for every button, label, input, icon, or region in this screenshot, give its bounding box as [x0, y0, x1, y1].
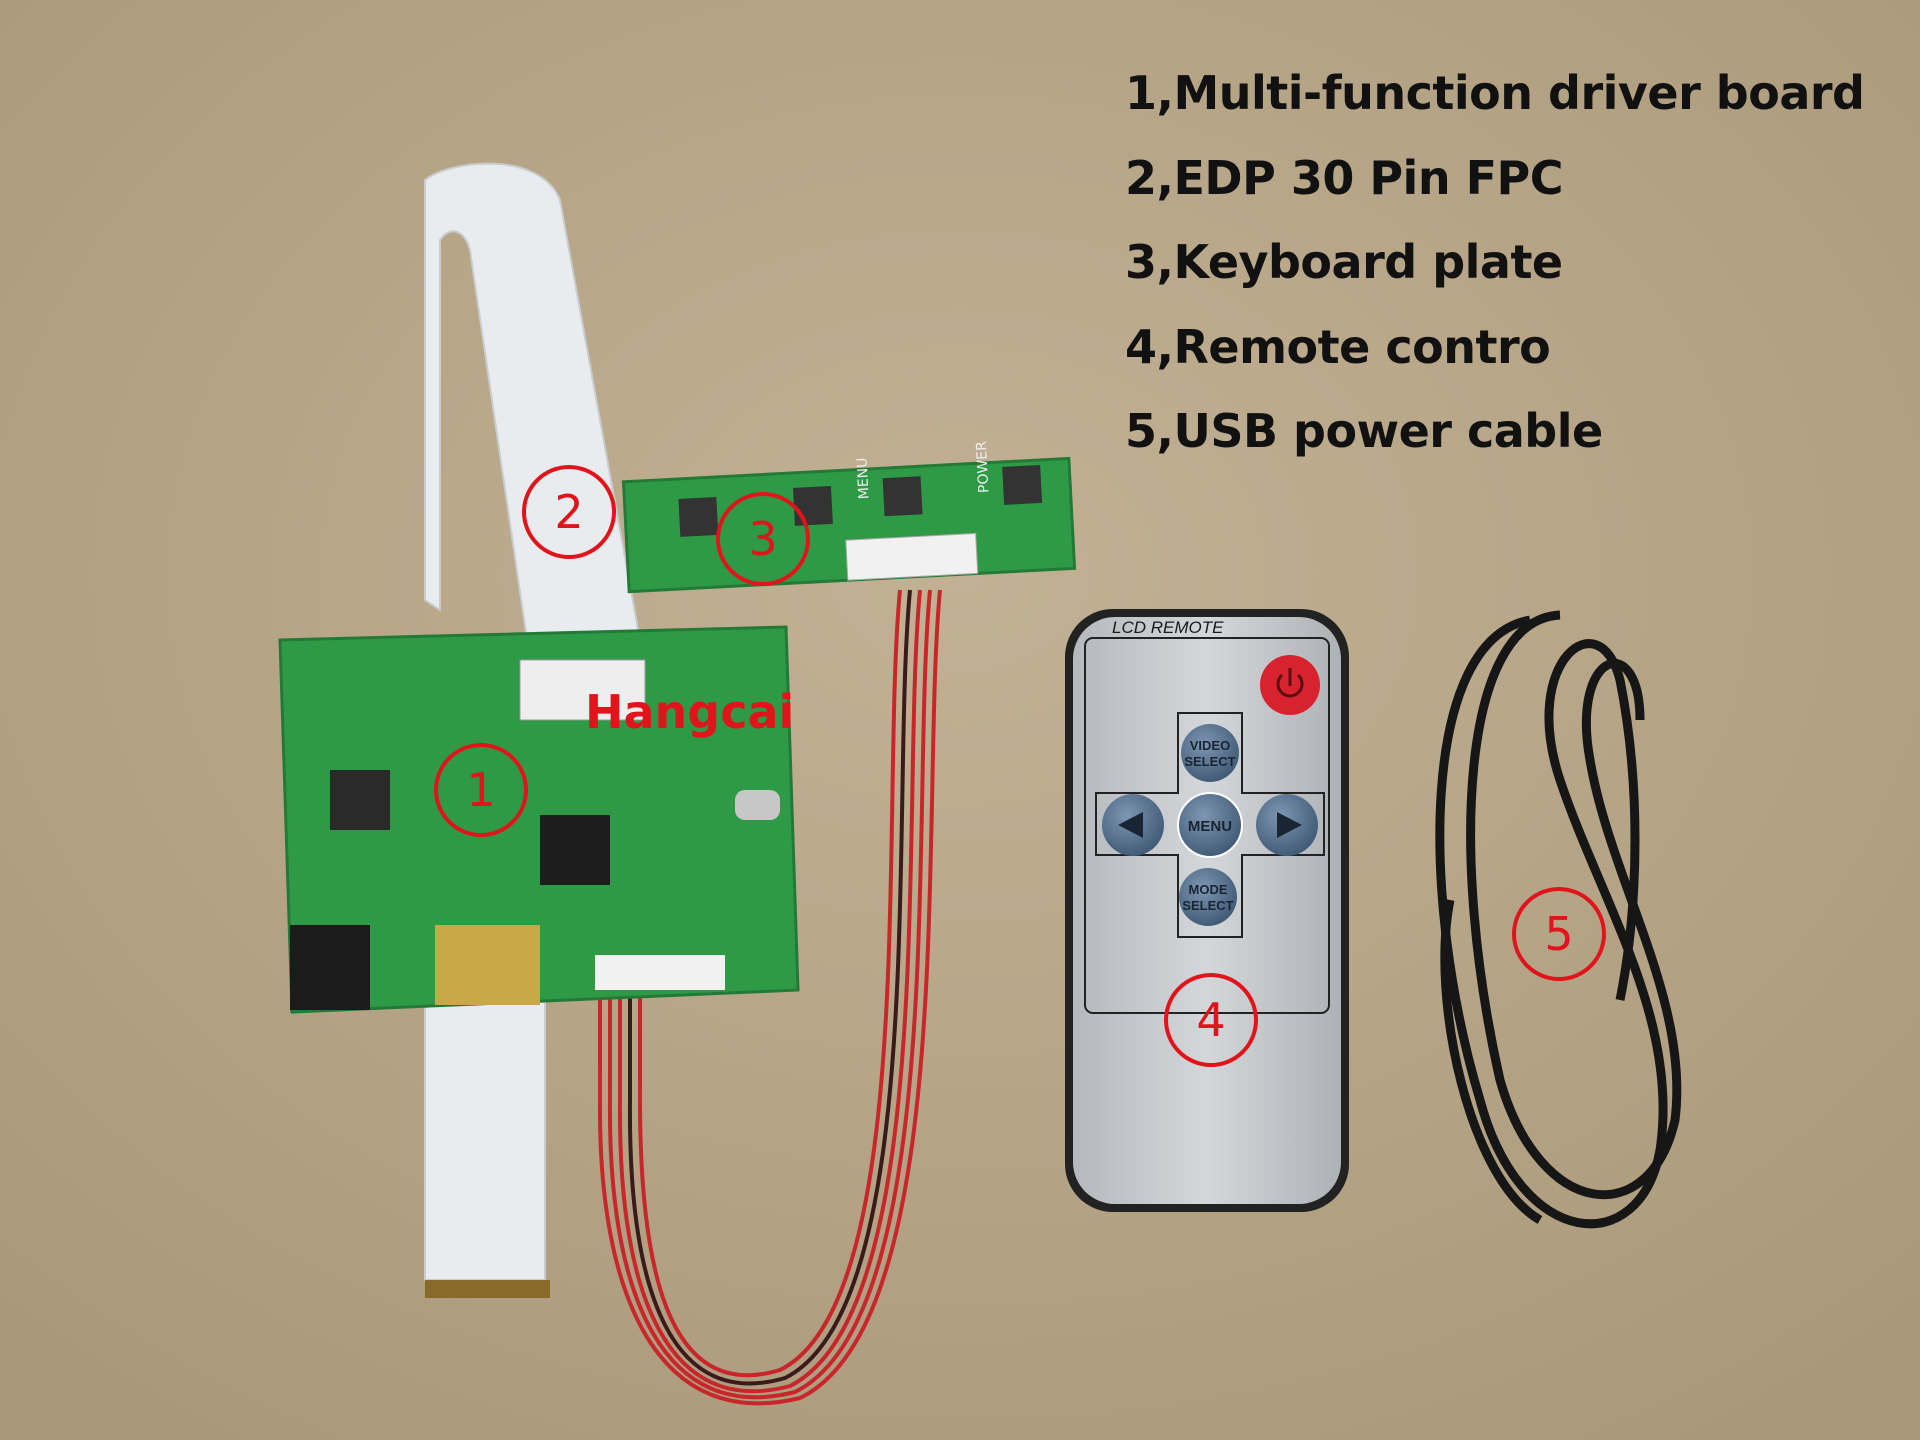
legend-item-fpc: 2,EDP 30 Pin FPC	[1125, 150, 1563, 205]
fpc-gold-contacts	[425, 1280, 550, 1298]
remote-title: LCD REMOTE	[1112, 618, 1224, 637]
marker-label-4: 4	[1196, 993, 1225, 1047]
marker-circle-4	[1164, 973, 1258, 1067]
hangcai-watermark: Hangcai	[585, 685, 794, 739]
hdmi-port	[435, 925, 540, 1005]
remote-control: LCD REMOTE VIDEO SELECT MENU MODE SELECT	[1065, 609, 1349, 1212]
fpc-ribbon-top	[424, 162, 642, 662]
marker-label-3: 3	[748, 512, 777, 566]
key-connector	[595, 955, 725, 990]
svg-text:SELECT: SELECT	[1184, 754, 1235, 769]
legend-item-usb-cable: 5,USB power cable	[1125, 404, 1603, 458]
legend-item-driver-board: 1,Multi-function driver board	[1125, 66, 1865, 120]
main-chip	[540, 815, 610, 885]
marker-circle-5	[1512, 887, 1606, 981]
driver-board	[278, 625, 800, 1014]
fpc-ribbon-bottom	[424, 999, 546, 1281]
usb-power-cable	[1435, 610, 1682, 1229]
menu-silk-label: MENU	[855, 457, 873, 499]
svg-text:MENU: MENU	[1188, 818, 1232, 835]
menu-button	[1177, 792, 1243, 858]
marker-circle-1	[434, 743, 528, 837]
mode-select-button	[1179, 868, 1237, 926]
marker-label-1: 1	[466, 763, 495, 817]
marker-circle-3	[716, 492, 810, 586]
marker-circle-2	[522, 465, 616, 559]
power-silk-label: POWER	[974, 440, 993, 493]
keyboard-wire-harness	[597, 589, 942, 1406]
svg-text:SELECT: SELECT	[1182, 898, 1233, 913]
marker-label-2: 2	[554, 485, 583, 539]
legend-item-keyboard-plate: 3,Keyboard plate	[1125, 235, 1563, 289]
marker-label-5: 5	[1544, 907, 1573, 961]
dc-power-jack	[290, 925, 370, 1010]
legend-item-remote: 4,Remote contro	[1125, 319, 1551, 374]
svg-text:VIDEO: VIDEO	[1190, 738, 1230, 753]
component-legend: 1,Multi-function driver board 2,EDP 30 P…	[1125, 62, 1865, 485]
keyboard-plate: MENU POWER	[621, 440, 1077, 594]
svg-text:MODE: MODE	[1189, 882, 1228, 897]
video-select-button	[1181, 724, 1239, 782]
